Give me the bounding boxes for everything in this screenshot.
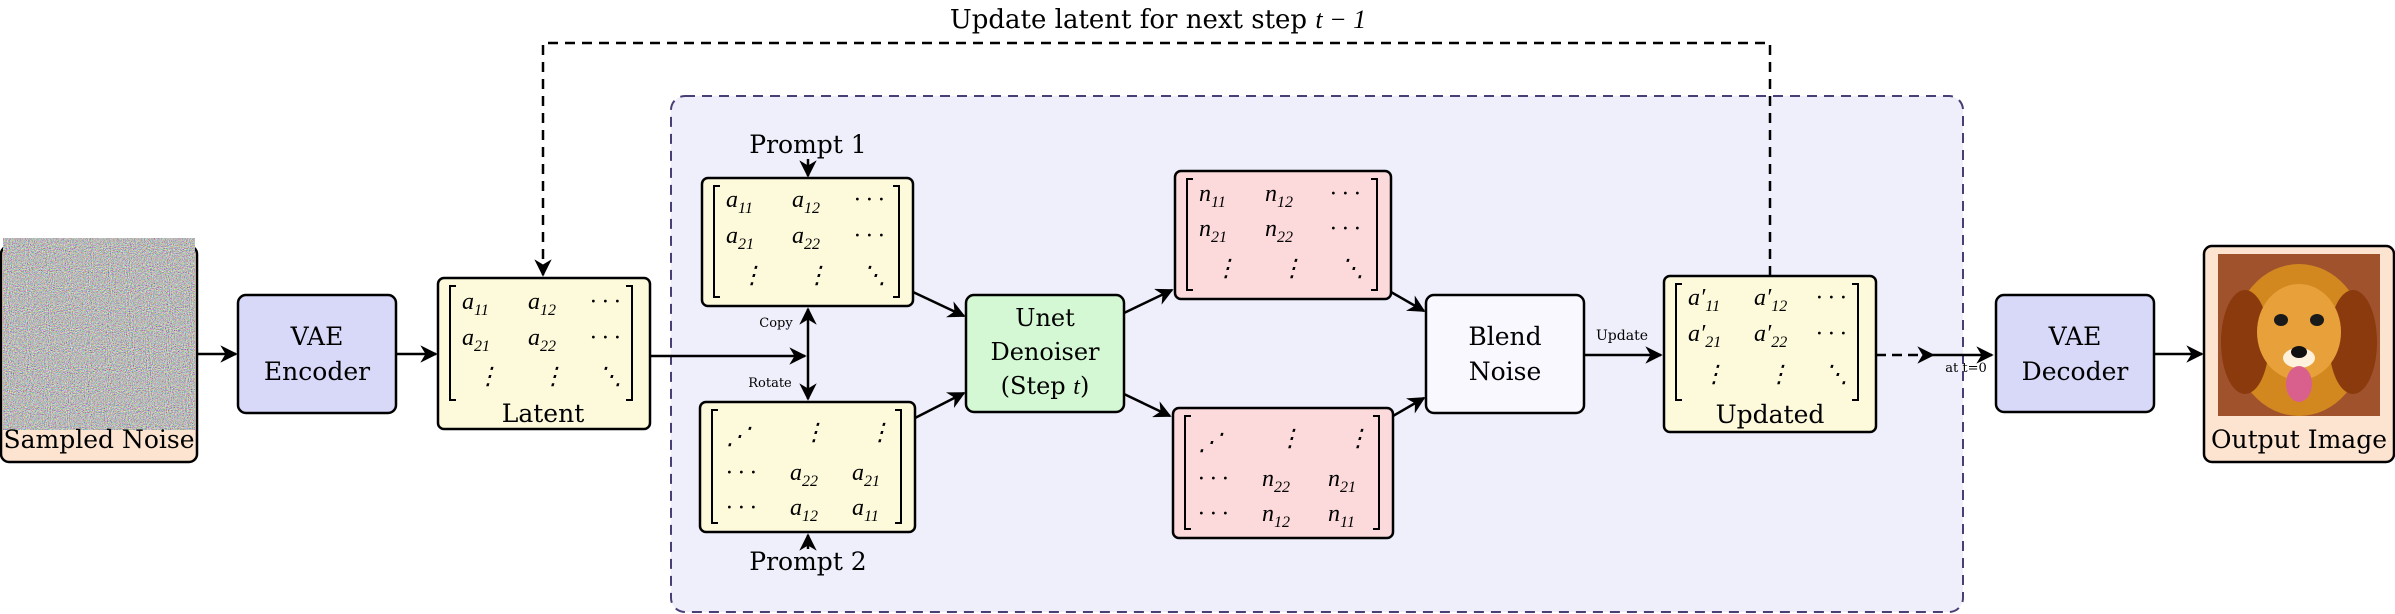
svg-text:· · ·: · · ·	[1330, 181, 1360, 207]
latent-node: a11 a12 · · · a21 a22 · · · ⋮ ⋮ ⋱ Latent	[436, 276, 652, 431]
update-label: Update	[1596, 328, 1648, 344]
svg-text:⋮: ⋮	[805, 263, 829, 289]
svg-text:⋮: ⋮	[1702, 362, 1726, 388]
blend-line2: Noise	[1469, 357, 1542, 386]
svg-text:⋰: ⋰	[726, 424, 752, 450]
svg-text:n21: n21	[1328, 466, 1356, 496]
svg-text:⋮: ⋮	[541, 364, 565, 390]
noise1-to-blend-arrow	[1390, 290, 1426, 313]
svg-text:⋮: ⋮	[802, 420, 826, 446]
svg-text:⋮: ⋮	[740, 263, 764, 289]
dog-image	[2218, 254, 2380, 416]
feedback-label: Update latent for next step t − 1	[950, 5, 1366, 35]
svg-text:· · ·: · · ·	[590, 325, 620, 351]
denoising-region	[670, 95, 1964, 613]
prompt2-to-unet-arrow	[914, 391, 966, 420]
unet-denoiser-node: Unet Denoiser (Step t)	[964, 293, 1126, 414]
vae-encoder-node: VAE Encoder	[236, 293, 398, 415]
svg-text:· · ·: · · ·	[854, 223, 884, 249]
svg-text:a′21: a′21	[1688, 321, 1721, 351]
blend-line1: Blend	[1468, 322, 1541, 351]
updated-label: Updated	[1716, 400, 1825, 429]
svg-text:· · ·: · · ·	[1330, 216, 1360, 242]
latent-matrix: a11 a12 · · · a21 a22 · · · ⋮ ⋮ ⋱	[462, 289, 622, 390]
vae-encoder-line2: Encoder	[264, 357, 370, 386]
svg-text:· · ·: · · ·	[726, 460, 756, 486]
unet-line2: Denoiser	[990, 338, 1100, 366]
svg-text:⋰: ⋰	[1198, 430, 1224, 456]
unet-to-noise1-arrow	[1123, 288, 1174, 315]
svg-text:· · ·: · · ·	[1198, 501, 1228, 527]
latent-label: Latent	[502, 399, 585, 428]
svg-text:⋮: ⋮	[868, 420, 892, 446]
svg-text:⋱: ⋱	[1824, 362, 1848, 388]
output-image-label: Output Image	[2211, 425, 2387, 454]
svg-text:· · ·: · · ·	[1816, 321, 1846, 347]
vae-decoder-line2: Decoder	[2022, 357, 2129, 386]
prompt2-label: Prompt 2	[749, 547, 866, 576]
unet-line3: (Step t)	[1001, 372, 1090, 400]
noise-image	[19, 254, 179, 414]
sampled-noise-node: Sampled Noise	[0, 244, 199, 464]
copy-label: Copy	[759, 316, 793, 331]
prompt1-matrix-node: a11 a12 · · · a21 a22 · · · ⋮ ⋮ ⋱	[700, 176, 915, 308]
svg-text:a′11: a′11	[1688, 285, 1720, 315]
svg-text:a′22: a′22	[1754, 321, 1787, 351]
at-t0-label: at t=0	[1945, 361, 1987, 376]
svg-text:⋮: ⋮	[1214, 256, 1238, 282]
svg-text:⋮: ⋮	[1346, 426, 1370, 452]
svg-text:⋮: ⋮	[1278, 426, 1302, 452]
output-image-node: Output Image	[2202, 244, 2395, 464]
vae-encoder-line1: VAE	[290, 322, 344, 351]
svg-text:⋮: ⋮	[1280, 256, 1304, 282]
svg-text:⋱: ⋱	[862, 263, 886, 289]
prompt1-label: Prompt 1	[749, 130, 866, 159]
svg-text:⋱: ⋱	[1340, 256, 1364, 282]
prompt2-matrix-node: ⋰ ⋮ ⋮ · · · a22 a21 · · · a12 a11	[698, 400, 917, 534]
unet-to-noise2-arrow	[1123, 392, 1172, 418]
updated-node: a′11 a′12 · · · a′21 a′22 · · · ⋮ ⋮ ⋱ Up…	[1662, 274, 1878, 434]
svg-text:· · ·: · · ·	[726, 495, 756, 521]
svg-text:⋮: ⋮	[476, 364, 500, 390]
noise1-matrix-node: n11 n12 · · · n21 n22 · · · ⋮ ⋮ ⋱	[1173, 169, 1393, 301]
svg-text:· · ·: · · ·	[1198, 466, 1228, 492]
blend-noise-node: Blend Noise	[1424, 293, 1586, 415]
svg-text:⋮: ⋮	[1767, 362, 1791, 388]
sampled-noise-label: Sampled Noise	[3, 425, 194, 454]
svg-text:a′12: a′12	[1754, 285, 1787, 315]
svg-text:· · ·: · · ·	[854, 187, 884, 213]
prompt1-to-unet-arrow	[912, 290, 966, 318]
svg-text:· · ·: · · ·	[1816, 285, 1846, 311]
noise2-matrix-node: ⋰ ⋮ ⋮ · · · n22 n21 · · · n12 n11	[1171, 406, 1395, 540]
vae-decoder-line1: VAE	[2048, 322, 2102, 351]
svg-text:⋱: ⋱	[598, 364, 622, 390]
noise2-to-blend-arrow	[1392, 396, 1426, 418]
vae-decoder-node: VAE Decoder	[1994, 293, 2156, 414]
unet-line1: Unet	[1015, 304, 1075, 332]
rotate-label: Rotate	[748, 376, 792, 391]
svg-text:· · ·: · · ·	[590, 289, 620, 315]
